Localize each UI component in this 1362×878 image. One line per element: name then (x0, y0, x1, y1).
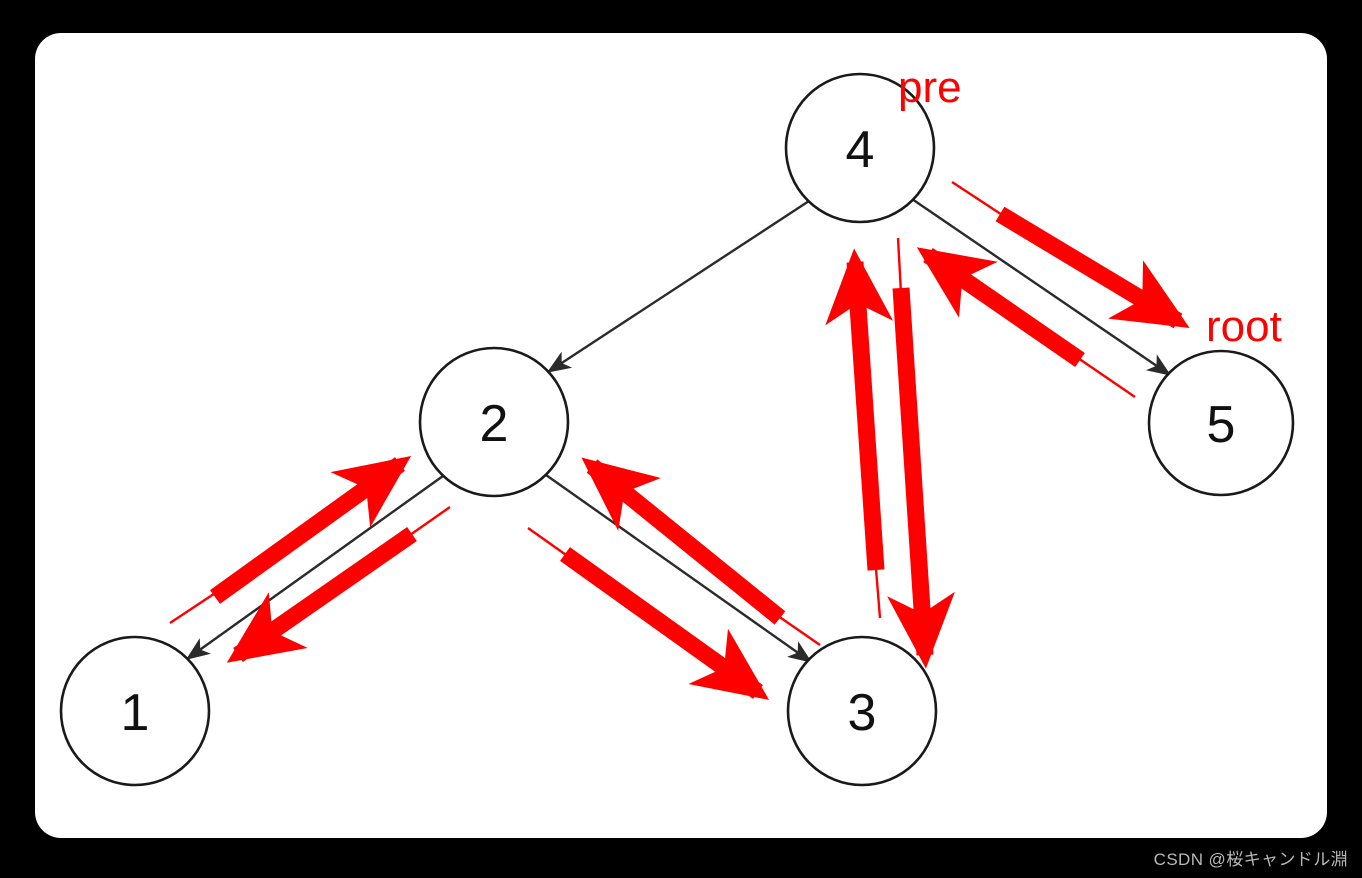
tree-node-4[interactable]: 4 (784, 72, 936, 224)
arrow-body (916, 247, 1085, 367)
traversal-arrow-1-to-2 (169, 456, 412, 625)
annotation-root-label: root (1206, 302, 1282, 351)
tree-node-2[interactable]: 2 (418, 346, 570, 498)
node-circle[interactable] (59, 635, 211, 787)
traversal-arrow-3-to-4 (825, 248, 894, 619)
node-circle[interactable] (786, 635, 938, 787)
node-label: 5 (1207, 396, 1236, 454)
node-label: 4 (846, 121, 875, 179)
node-label: 1 (121, 684, 150, 742)
edge-2-to-1 (185, 475, 444, 660)
traversal-arrow-4-to-5 (951, 180, 1190, 329)
node-label: 3 (848, 684, 877, 742)
tree-node-1[interactable]: 1 (59, 635, 211, 787)
node-circle[interactable] (1147, 349, 1295, 497)
arrow-body (210, 456, 412, 604)
arrow-body (560, 547, 770, 700)
traversal-arrow-5-to-4 (916, 247, 1136, 398)
traversal-arrow-2-to-3 (527, 527, 770, 700)
arrow-body (995, 206, 1190, 329)
tree-node-5[interactable]: 5 (1147, 349, 1295, 497)
node-label: 2 (480, 395, 509, 453)
diagram-panel (35, 33, 1327, 838)
arrow-body (887, 287, 955, 669)
arrow-body (825, 248, 894, 571)
annotation-pre-label: pre (898, 63, 962, 112)
arrow-body (226, 527, 417, 663)
edge-4-to-2 (546, 199, 810, 374)
tree-node-3[interactable]: 3 (786, 635, 938, 787)
arrow-body (581, 457, 786, 625)
traversal-arrow-3-to-2 (581, 457, 821, 646)
node-circle[interactable] (418, 346, 570, 498)
edge-4-to-5 (911, 198, 1172, 376)
traversal-arrow-2-to-1 (226, 506, 451, 663)
traversal-arrow-4-to-3 (887, 237, 955, 669)
csdn-watermark: CSDN @桜キャンドル淵 (1153, 850, 1348, 869)
node-circle[interactable] (784, 72, 936, 224)
